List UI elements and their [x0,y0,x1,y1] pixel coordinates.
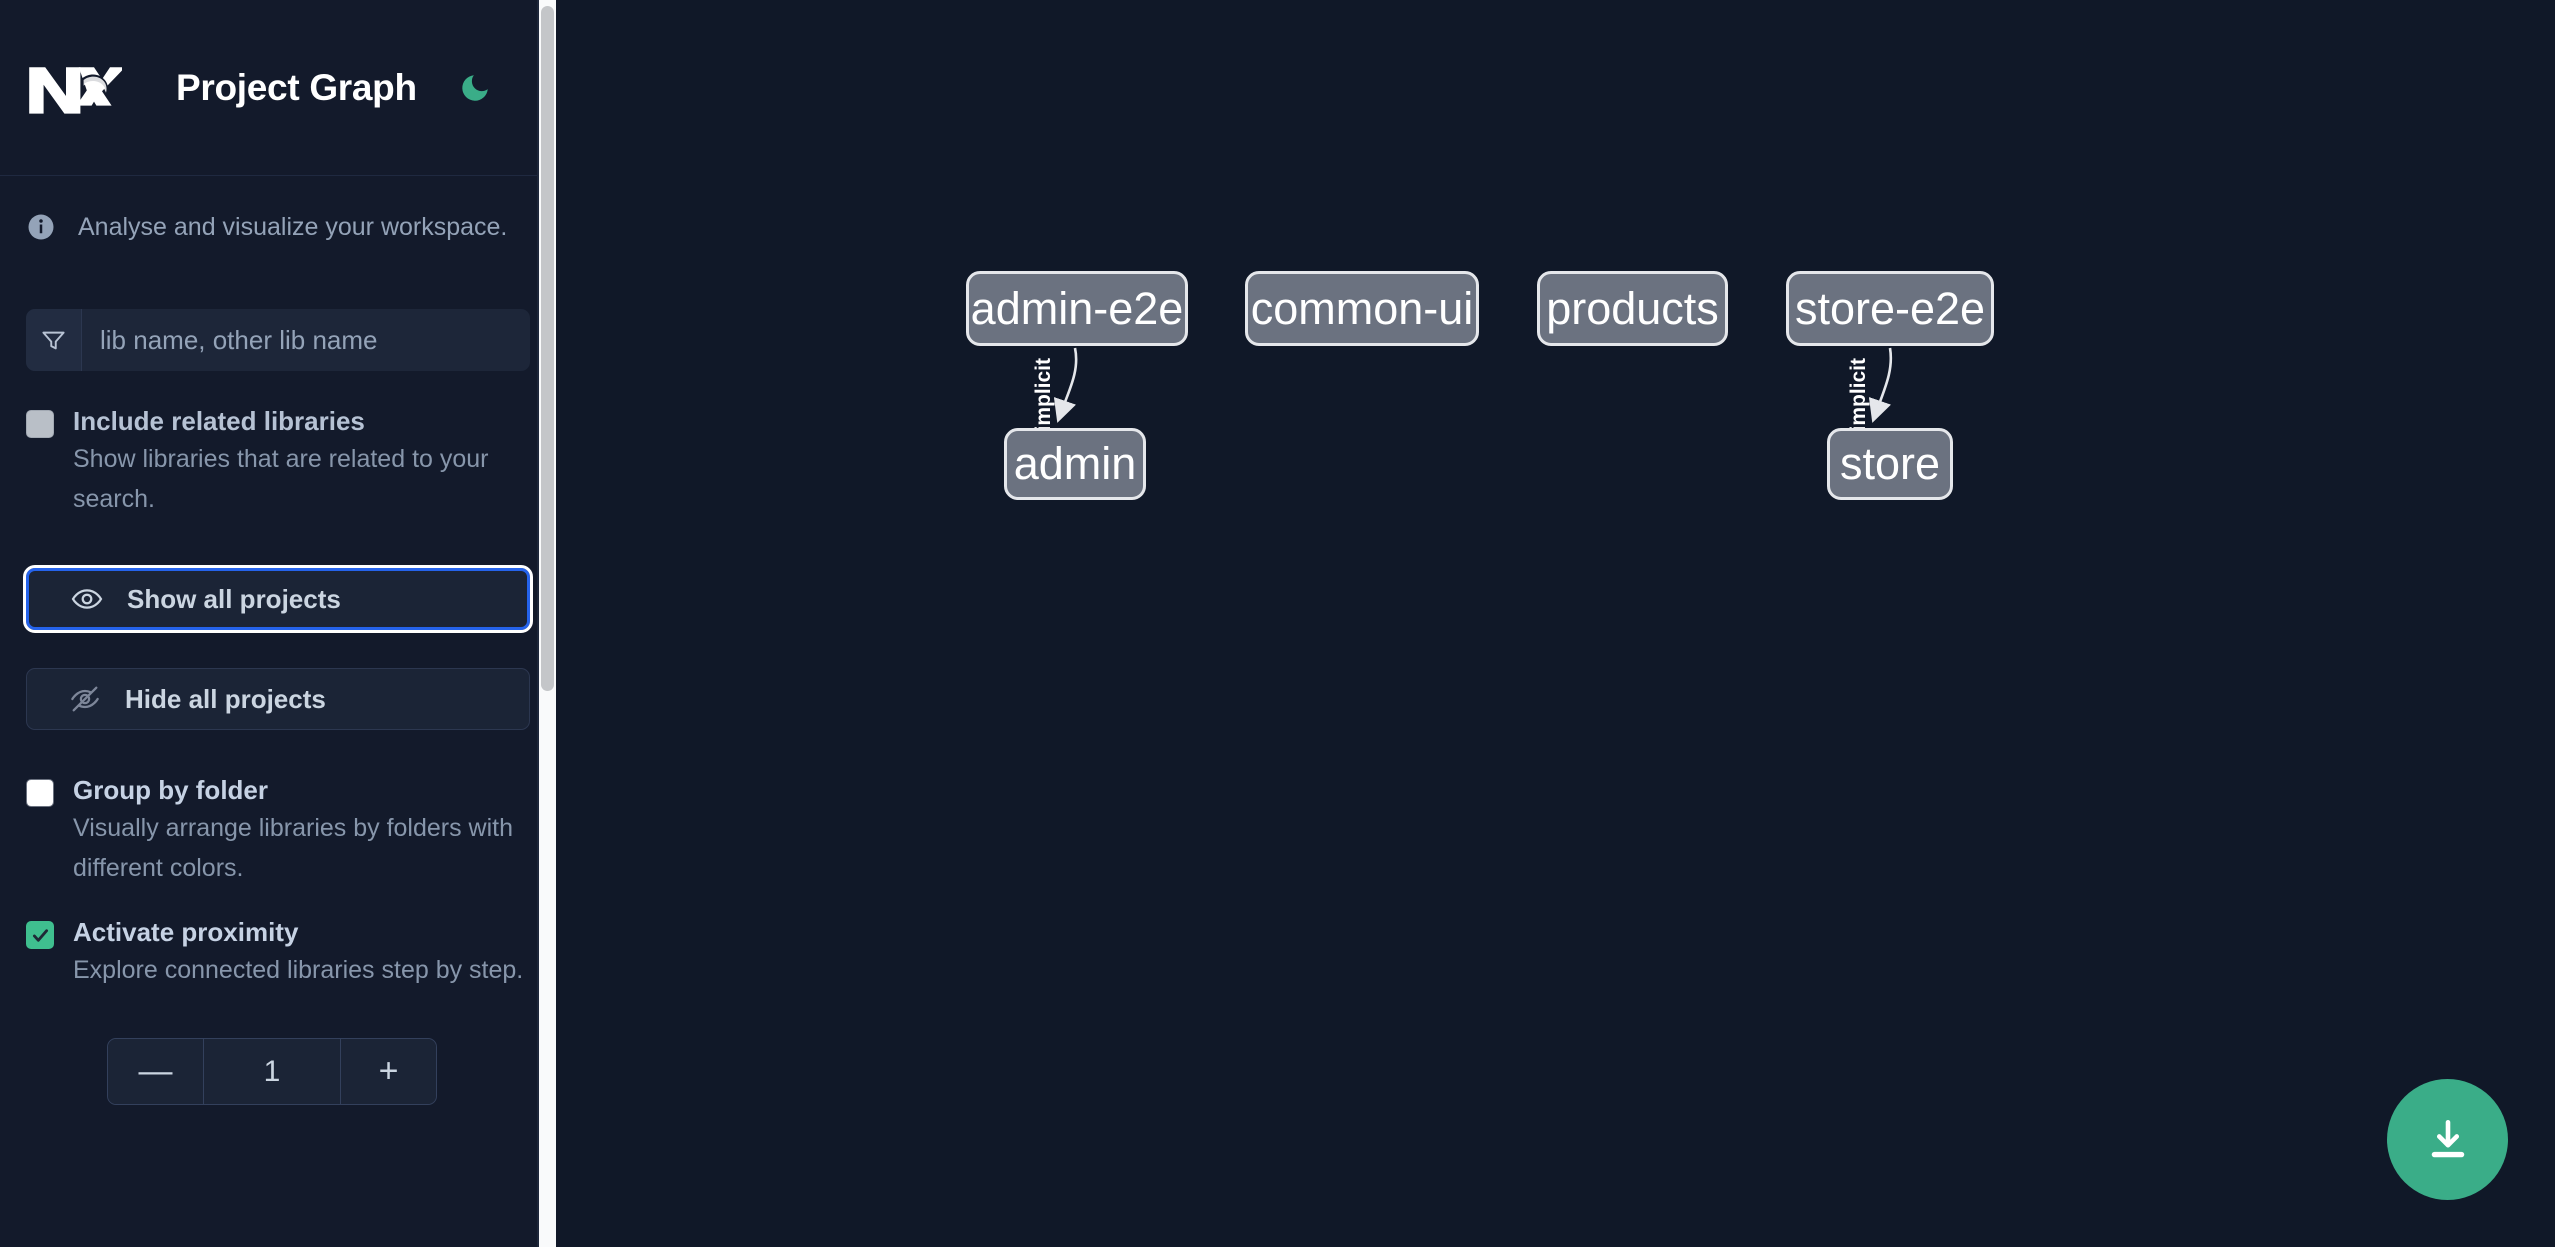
option-label: Group by folder [73,775,268,805]
hide-all-projects-label: Hide all projects [125,683,326,714]
search-input[interactable] [82,309,530,371]
graph-node-admin[interactable]: admin [1004,428,1146,500]
graph-node-admin-e2e[interactable]: admin-e2e [966,271,1188,346]
checkbox-include-related-libraries[interactable] [26,410,54,438]
workspace-info-text: Analyse and visualize your workspace. [78,212,508,241]
filter-field[interactable] [26,309,530,371]
option-description: Visually arrange libraries by folders wi… [73,814,514,882]
edge-admin-e2e-to-admin [1053,347,1078,423]
page-title: Project Graph [176,66,417,108]
graph-edges [1053,347,1893,423]
sidebar-scrollbar-thumb[interactable] [541,6,554,691]
download-icon [2431,1119,2464,1157]
show-all-projects-label: Show all projects [127,583,341,614]
sidebar-divider [537,0,539,1247]
checkbox-group-by-folder[interactable] [26,779,54,807]
download-graph-button[interactable] [2387,1079,2508,1200]
edge-label-implicit-admin: implicit [1032,358,1055,432]
sidebar-header: Project Graph [0,0,556,176]
graph-node-common-ui[interactable]: common-ui [1245,271,1479,346]
proximity-increment-button[interactable]: + [340,1039,436,1104]
graph-node-store[interactable]: store [1827,428,1953,500]
option-activate-proximity[interactable]: Activate proximity Explore connected lib… [26,916,530,990]
funnel-icon [26,309,82,371]
nx-logo-icon [26,55,126,121]
edge-label-implicit-store: implicit [1847,358,1870,432]
show-all-projects-button[interactable]: Show all projects [23,565,533,633]
option-description: Show libraries that are related to your … [73,445,489,513]
sidebar-scrollbar[interactable] [539,0,556,1247]
option-label: Activate proximity [73,917,299,947]
option-include-related-libraries[interactable]: Include related libraries Show libraries… [26,405,530,519]
proximity-value: 1 [204,1039,340,1104]
graph-node-products[interactable]: products [1537,271,1728,346]
graph-canvas[interactable]: implicit implicit admin-e2e common-ui pr… [556,0,2555,1247]
sidebar: Project Graph Analyse and visualize your… [0,0,556,1247]
option-label: Include related libraries [73,406,365,436]
info-icon [26,212,56,242]
proximity-decrement-button[interactable]: — [108,1039,204,1104]
eye-icon [71,583,105,615]
graph-node-store-e2e[interactable]: store-e2e [1786,271,1994,346]
hide-all-projects-button[interactable]: Hide all projects [26,668,530,730]
moon-icon[interactable] [453,66,497,110]
proximity-stepper[interactable]: — 1 + [107,1038,437,1105]
option-group-by-folder[interactable]: Group by folder Visually arrange librari… [26,774,530,888]
eye-off-icon [69,683,103,715]
edge-store-e2e-to-store [1868,347,1893,423]
workspace-info: Analyse and visualize your workspace. [0,176,556,242]
option-description: Explore connected libraries step by step… [73,956,524,984]
checkbox-activate-proximity[interactable] [26,921,54,949]
